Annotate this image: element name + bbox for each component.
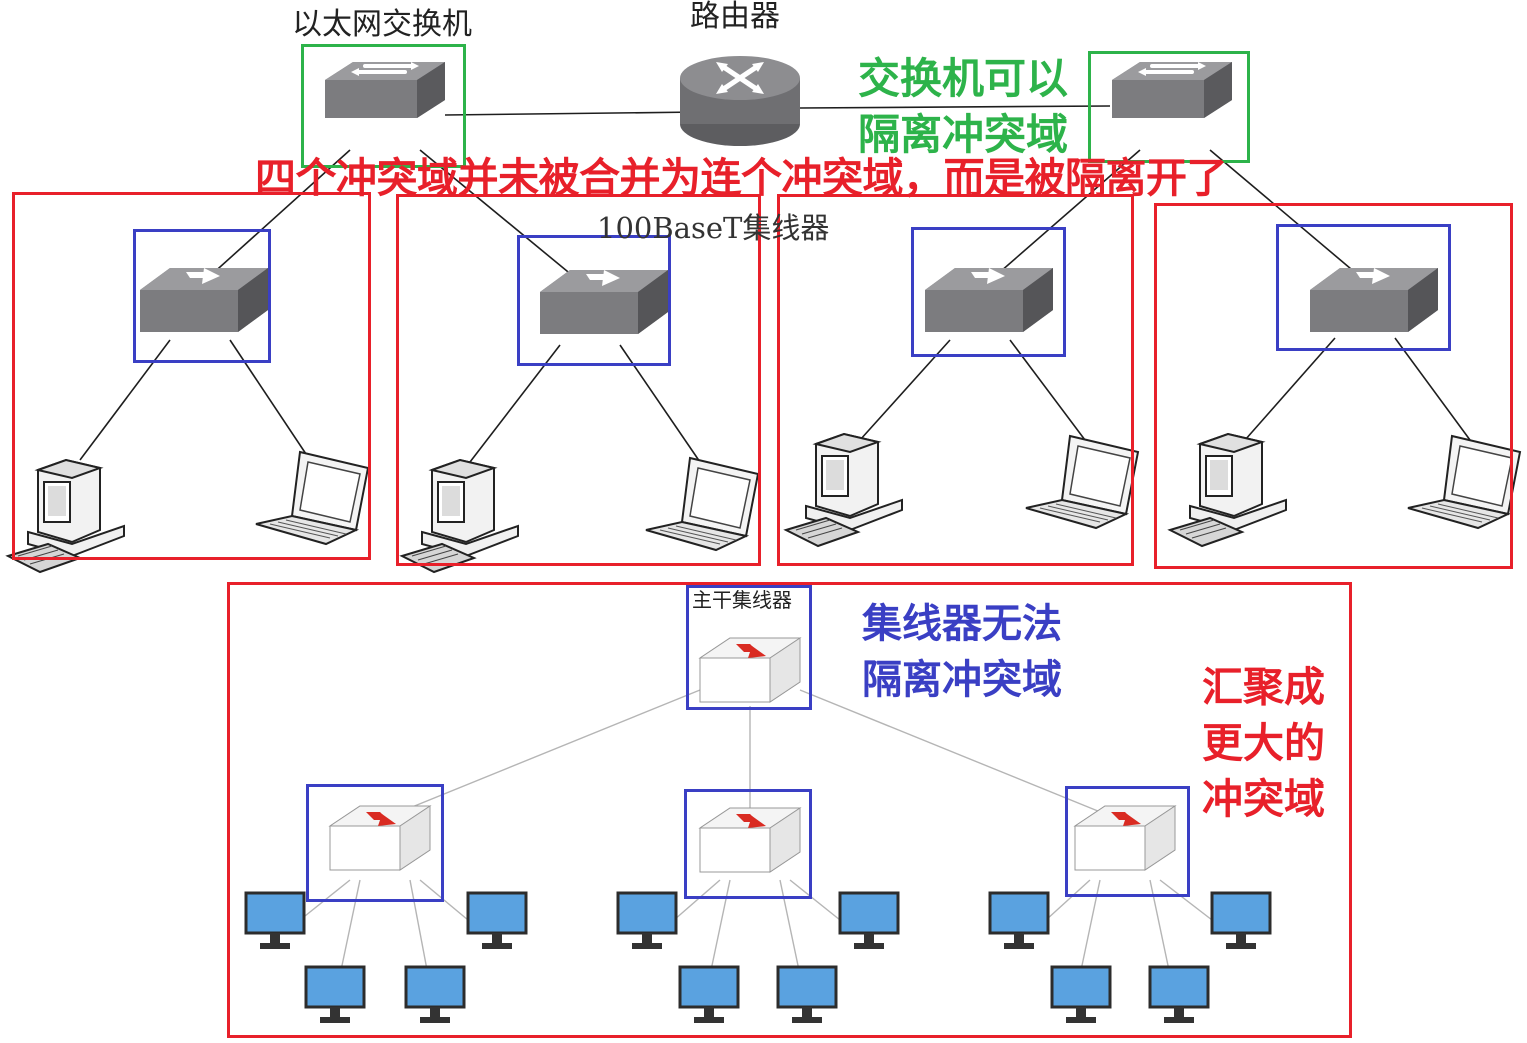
hub-highlight-2: [517, 235, 671, 366]
merged-collision-domain: [227, 582, 1352, 1038]
link-switch-hub3: [984, 149, 1141, 286]
hub-bottom-highlight-3: [1065, 786, 1190, 897]
hub-highlight-4: [1276, 224, 1451, 351]
ethernet-switch-label: 以太网交换机: [292, 7, 472, 42]
hub-bottom-highlight-1: [306, 784, 444, 902]
four-domains-annotation: 四个冲突域并未被合并为连个冲突域，而是被隔离开了: [255, 154, 1228, 202]
backbone-hub-label: 主干集线器: [692, 588, 792, 612]
switch-isolates-annotation-line1: 交换机可以: [858, 54, 1069, 103]
link-switch-hub4: [1209, 149, 1371, 286]
hub-bottom-highlight-2: [684, 789, 812, 899]
router-label: 路由器: [690, 0, 780, 34]
router-icon: [680, 56, 800, 146]
switch-highlight-right: [1088, 51, 1250, 163]
hub-100baset-label: 100BaseT集线器: [597, 211, 830, 245]
collision-domain-3: [777, 194, 1134, 566]
link-switch-hub2: [419, 149, 591, 291]
hub-cannot-isolate-line2: 隔离冲突域: [862, 657, 1062, 703]
collision-domain-2: [396, 194, 761, 566]
merge-annotation-line3: 冲突域: [1202, 775, 1325, 823]
hub-highlight-3: [911, 227, 1066, 357]
hub-highlight-1: [133, 229, 271, 363]
link-switch-hub1: [199, 149, 351, 286]
hub-cannot-isolate-line1: 集线器无法: [862, 601, 1062, 647]
switch-isolates-annotation-line2: 隔离冲突域: [858, 110, 1069, 159]
backbone-hub-highlight: [686, 585, 812, 710]
merge-annotation-line2: 更大的: [1202, 719, 1325, 767]
collision-domain-4: [1154, 203, 1513, 569]
collision-domain-1: [12, 192, 371, 560]
merge-annotation-line1: 汇聚成: [1202, 663, 1325, 711]
link-router-switch: [799, 105, 1111, 109]
link-switch-router: [444, 111, 701, 116]
switch-highlight-left: [301, 44, 466, 168]
